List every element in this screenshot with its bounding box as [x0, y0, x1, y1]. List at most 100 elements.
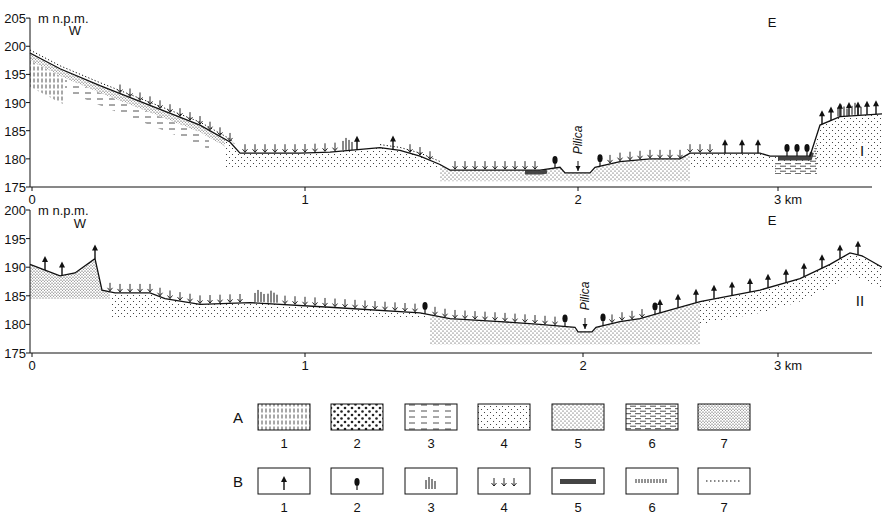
grass-symbol: [844, 106, 845, 116]
axis-value: 185: [4, 124, 26, 137]
marsh-symbol: [483, 312, 488, 320]
peat-sample: [560, 479, 596, 484]
tree-symbol: [828, 106, 834, 112]
marsh-symbol: [533, 161, 538, 169]
marsh-symbol: [198, 295, 203, 303]
axis-tick: [26, 18, 30, 19]
legend-number: 6: [648, 501, 655, 514]
bush-symbol: [806, 152, 807, 156]
marsh-symbol: [620, 312, 625, 320]
bush-symbol: [794, 144, 799, 152]
legend-number: 4: [500, 437, 507, 450]
axis-tick: [26, 74, 30, 75]
tree-symbol: [392, 140, 393, 149]
marsh-symbol: [138, 92, 143, 100]
tree-symbol: [837, 103, 843, 109]
direction-label: W: [69, 24, 81, 37]
marsh-symbol: [610, 314, 615, 322]
profile-number: I: [858, 143, 866, 158]
tree-symbol: [765, 274, 771, 280]
distance-value: 1: [301, 193, 308, 206]
axis-tick: [583, 353, 584, 357]
tree-symbol: [739, 139, 745, 145]
tree-symbol: [855, 241, 861, 247]
tree-symbol: [695, 294, 696, 303]
tree-symbol: [283, 481, 284, 490]
legend-number: 3: [427, 437, 434, 450]
grass-symbol: [852, 106, 853, 115]
tree-symbol: [857, 246, 858, 255]
tree-symbol: [749, 283, 750, 292]
marsh-symbol: [418, 147, 423, 155]
marsh-symbol: [303, 297, 308, 305]
tree-symbol: [757, 144, 758, 153]
tick-row-sample: [651, 479, 652, 483]
tree-symbol: [675, 294, 681, 300]
direction-label: W: [74, 217, 86, 230]
marsh-symbol: [638, 151, 643, 159]
axis-tick: [32, 353, 33, 357]
marsh-symbol: [208, 295, 213, 303]
axis-tick: [778, 187, 779, 191]
profile-panel: [26, 210, 882, 357]
marsh-symbol: [108, 283, 113, 291]
marsh-symbol: [138, 284, 143, 292]
legend-group-letter: B: [233, 474, 243, 489]
bush-symbol: [652, 302, 657, 310]
bush-symbol: [599, 162, 600, 166]
marsh-symbol: [238, 294, 243, 302]
marsh-symbol: [243, 144, 248, 152]
marsh-symbol: [492, 478, 497, 486]
tree-symbol: [677, 299, 678, 308]
bush-symbol: [424, 310, 425, 314]
marsh-symbol: [313, 297, 318, 305]
tree-symbol: [42, 256, 48, 262]
sediment-layer: [30, 259, 110, 298]
grass-symbol: [861, 107, 862, 115]
tick-row-sample: [648, 479, 649, 483]
marsh-symbol: [218, 295, 223, 303]
legend-swatch-box: [626, 468, 678, 494]
x-axis: [30, 187, 872, 188]
grass-symbol: [255, 293, 256, 302]
marsh-symbol: [148, 96, 153, 104]
distance-value: 3 km: [774, 359, 802, 372]
marsh-symbol: [128, 88, 133, 96]
profile-number: II: [854, 293, 866, 308]
marsh-symbol: [608, 155, 613, 163]
tree-symbol: [722, 139, 728, 145]
tree-symbol: [837, 245, 843, 251]
x-axis: [30, 353, 872, 354]
legend-number: 2: [353, 437, 360, 450]
tree-symbol: [875, 105, 876, 114]
tree-symbol: [819, 254, 825, 260]
legend-swatch-box: [405, 404, 457, 430]
legend-swatch-box: [478, 468, 530, 494]
legend-swatch: [331, 468, 383, 494]
marsh-symbol: [158, 100, 163, 108]
marsh-symbol: [523, 314, 528, 322]
legend-swatch: [258, 468, 310, 494]
tree-symbol: [711, 285, 717, 291]
axis-value: 195: [4, 232, 26, 245]
sediment-layer: [440, 153, 690, 181]
sediment-layer: [775, 141, 817, 174]
marsh-symbol: [688, 144, 693, 152]
legend-swatch: [258, 404, 310, 430]
axis-tick: [26, 187, 30, 188]
legend-number: 2: [353, 501, 360, 514]
dotted-line: [380, 145, 440, 162]
axis-tick: [778, 353, 779, 357]
tree-symbol: [873, 100, 879, 106]
river-arrow: [583, 324, 588, 329]
marsh-symbol: [502, 478, 507, 486]
marsh-symbol: [493, 161, 498, 169]
marsh-symbol: [473, 161, 478, 169]
tree-symbol: [855, 101, 861, 107]
grass-symbol: [343, 141, 344, 150]
legend-number: 3: [427, 501, 434, 514]
tree-symbol: [830, 111, 831, 120]
marsh-symbol: [128, 284, 133, 292]
axis-value: 200: [4, 40, 26, 53]
